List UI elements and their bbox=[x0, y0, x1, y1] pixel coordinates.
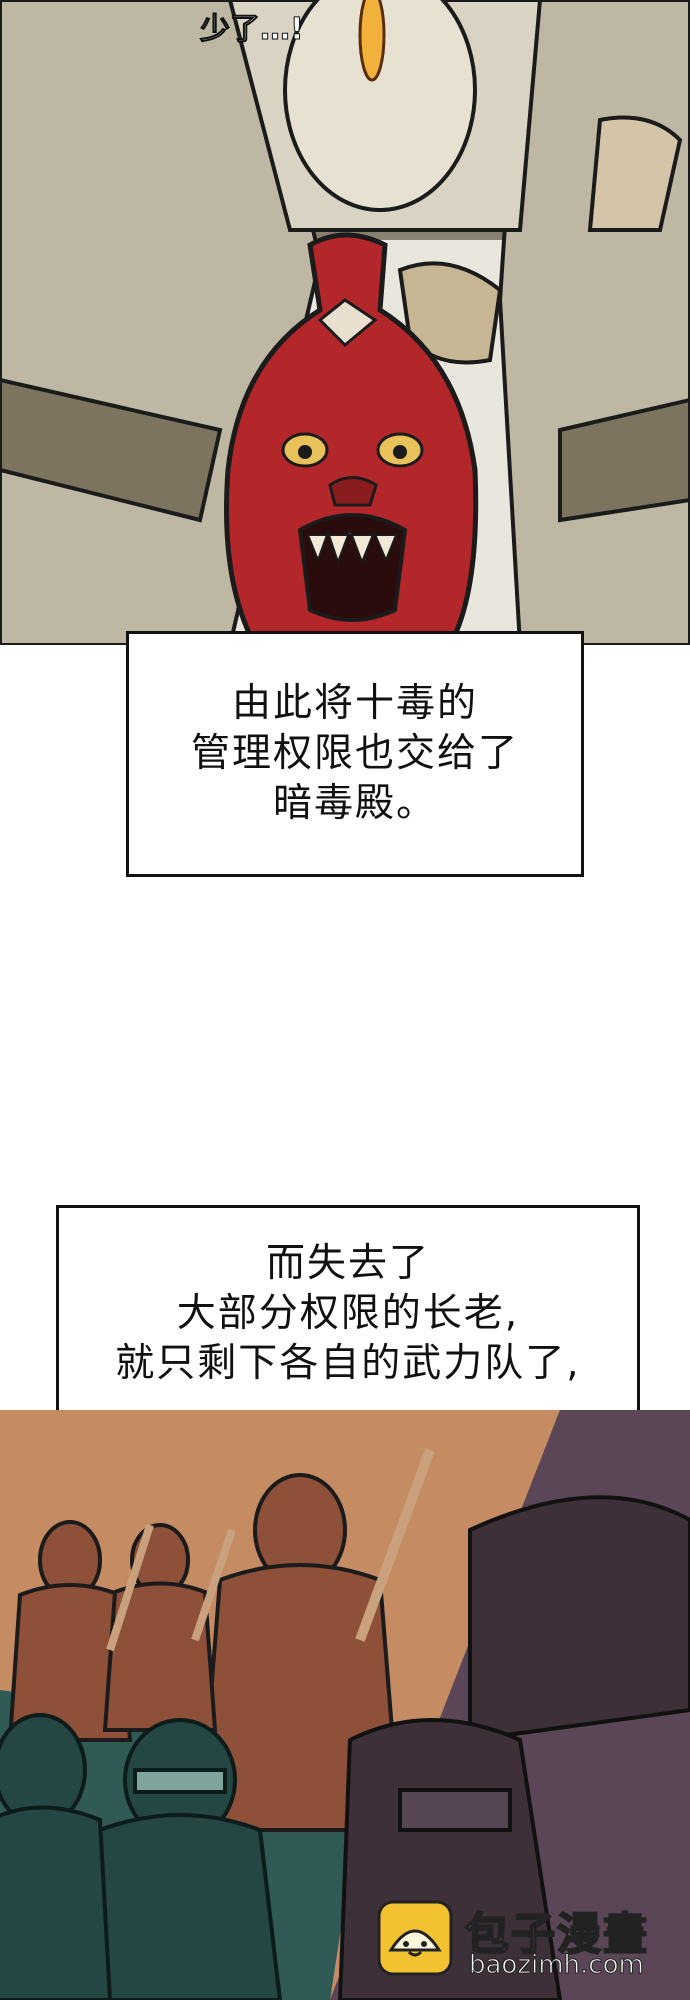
demon-mouth bbox=[297, 513, 408, 622]
watermark-name: 包子漫畫 bbox=[464, 1908, 649, 1961]
top-illustration-panel: 少了…! bbox=[0, 0, 690, 645]
vase-emblem bbox=[317, 298, 378, 348]
caption-1-line-3: 暗毒殿。 bbox=[272, 781, 437, 826]
caption-2-line-1: 而失去了 bbox=[265, 1241, 430, 1286]
right-sash bbox=[558, 397, 690, 523]
right-hand bbox=[587, 115, 683, 232]
watermark: 包子漫畫 baozimh.com bbox=[375, 1892, 680, 1992]
narration-caption-1: 由此将十毒的 管理权限也交给了 暗毒殿。 bbox=[126, 631, 584, 877]
head-shape bbox=[283, 0, 477, 212]
sword-hilts bbox=[106, 1448, 435, 1652]
bun-mascot-icon bbox=[377, 1900, 453, 1976]
caption-2-line-2: 大部分权限的长老, bbox=[176, 1291, 520, 1336]
watermark-url: baozimh.com bbox=[469, 1950, 645, 1981]
demon-teeth bbox=[306, 527, 398, 565]
glowing-pendant bbox=[358, 0, 386, 82]
bottom-illustration-panel bbox=[0, 1410, 690, 2000]
left-sash bbox=[0, 377, 223, 523]
teal-warriors bbox=[0, 1713, 283, 2000]
caption-2-line-3: 就只剩下各自的武力队了, bbox=[115, 1341, 581, 1386]
caption-1-line-1: 由此将十毒的 bbox=[231, 681, 478, 726]
caption-1-line-2: 管理权限也交给了 bbox=[190, 731, 519, 776]
narration-caption-2: 而失去了 大部分权限的长老, 就只剩下各自的武力队了, bbox=[56, 1205, 640, 1423]
warrior-squads-illustration bbox=[0, 1410, 690, 2000]
demon-nose bbox=[328, 476, 378, 507]
vase-scene-illustration bbox=[0, 0, 690, 645]
demon-right-pupil bbox=[393, 445, 407, 459]
demon-left-pupil bbox=[298, 445, 312, 459]
red-vase bbox=[224, 232, 479, 645]
sound-effect-text: 少了…! bbox=[200, 12, 305, 48]
